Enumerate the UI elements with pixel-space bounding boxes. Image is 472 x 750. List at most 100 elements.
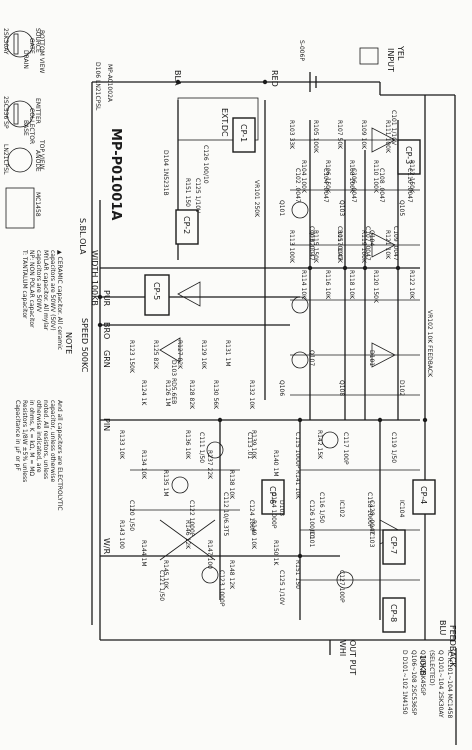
capacitor-label: C123 1000P (218, 570, 225, 607)
capacitor-label: C119 1/50 (390, 432, 397, 463)
connector-sblola: S.BL.OLA (78, 218, 87, 255)
connector-labels: INPUT YEL RED BLA S.BL.OLA PUR BRO GRN P… (78, 45, 457, 675)
semiconductor-label: Q105 (398, 200, 405, 216)
bjt-pin-emitter: EMITTER (34, 98, 41, 124)
speed-pot-label: SPEED 500KC (80, 318, 89, 373)
diode-labels: D106 LN21CPSL D104 1N5231B (94, 62, 169, 196)
note-line: Capacitance in μF or pF (14, 400, 21, 471)
capacitor-label: C116 1/50 (318, 492, 325, 523)
transistor-symbols (171, 201, 354, 589)
resistor-label: R141 10K (294, 470, 301, 500)
vr101-label: VR101 250K (253, 180, 260, 218)
note-line: capacitor, unless otherwise (49, 400, 56, 483)
note-line: ▲ CERAMIC capacitor. All ceramic (56, 250, 63, 350)
fet-pin-drain: DRAIN (22, 50, 29, 69)
connector-output: OUT PUT (348, 640, 357, 675)
resistor-label: R130 56K (212, 380, 219, 410)
resistor-label: R143 100 (118, 520, 125, 549)
top-view-label: TOP VIEW (38, 139, 45, 170)
capacitor-label: C113 .01 (246, 432, 253, 459)
capacitor-label: C104 .0047 (322, 168, 329, 203)
connector-input: INPUT (386, 48, 395, 72)
resistor-label: R127 82K (176, 340, 183, 370)
partlist-line: Q105 2SK45GP (419, 650, 426, 696)
d103-label: D103 RD5.6EB (170, 360, 177, 404)
resistor-label: R132 10K (248, 380, 255, 410)
semiconductor-label: D103 (278, 500, 285, 516)
resistor-label: R151 150 (294, 560, 301, 589)
bjt-pin-collector: COLLECTOR (28, 108, 35, 144)
resistor-label: R137 22K (206, 450, 213, 480)
partlist-line: (SELECTED) (428, 650, 435, 686)
cp-3-label: CP-3 (404, 146, 413, 164)
resistor-label: R117 100K (336, 230, 343, 264)
battery-label: S-006P (298, 40, 305, 61)
capacitor-label: C126 100/10 (308, 500, 315, 539)
connector-bro: BRO (102, 322, 111, 339)
semiconductor-label: IC101 (308, 530, 315, 548)
capacitor-label: C115 1000P (294, 432, 301, 469)
resistor-label: R103 33K (288, 120, 295, 150)
resistor-label: R140 1M (272, 450, 279, 477)
resistor-label: R134 10K (140, 450, 147, 480)
note-line: NP: NON POLAR capacitor (28, 250, 35, 328)
note-line: T: TANTALUM capacitor (21, 249, 28, 319)
capacitor-label: C106 .0047 (350, 168, 357, 203)
resistor-label: R115 150K (312, 230, 319, 264)
semiconductor-label: D102 (398, 380, 405, 396)
board-title: MP-P01001A (108, 128, 123, 220)
resistor-label: R122 10K (408, 270, 415, 300)
semiconductor-label: IC102 (338, 500, 345, 518)
cp-7-label: CP-7 (389, 536, 398, 554)
capacitor-label: C122 1000P (188, 500, 195, 537)
partlist-line: Q Q101~104 2SK30AY (437, 650, 444, 718)
connector-extdc: EXT.DC (220, 108, 229, 137)
resistor-label: R144 1M (140, 540, 147, 567)
resistor-label: R146 12K (184, 520, 191, 550)
resistor-label: R133 10K (118, 430, 125, 460)
resistor-label: R123 150K (128, 340, 135, 374)
capacitor-label: C121 1/50 (158, 570, 165, 601)
resistor-label: R125 82K (152, 340, 159, 370)
resistor-label: R114 10K (300, 270, 307, 300)
resistor-label: R121 10K (384, 230, 391, 260)
opamp-part-label: MC1458 (34, 192, 41, 217)
capacitor-label: C124 100P (248, 500, 255, 533)
capacitor-label: C105 .0047 (336, 226, 343, 261)
connector-bla: BLA (173, 70, 182, 86)
semiconductor-label: Q104 (368, 230, 375, 246)
semiconductor-label: Q101 (278, 200, 285, 216)
c125-label: C125 1/10V (194, 178, 201, 214)
capacitor-label: C111 1/50 (198, 432, 205, 463)
opamp-symbols (159, 127, 403, 545)
fet-pin-source: SOURCE (34, 28, 41, 53)
capacitor-label: C109 .0047 (392, 226, 399, 261)
input-jack-symbol (309, 47, 379, 92)
resistor-label: R109 10K (360, 120, 367, 150)
c101-label: C101 1/10V (390, 110, 397, 146)
input-section-labels: S-006P C101 1/10V C126 100/10 C125 1/10V… (170, 40, 397, 404)
connector-whi: WHI (338, 640, 347, 656)
resistor-label: R148 12K (228, 560, 235, 590)
resistor-label: R138 10K (228, 470, 235, 500)
capacitor-label: C110 .0047 (406, 168, 413, 203)
note-line: MYLAR capacitor. All mylar (42, 250, 49, 331)
connector-grn: GRN (102, 350, 111, 368)
semiconductor-label: Q107 (308, 350, 315, 366)
capacitor-label: C117 100P (342, 432, 349, 465)
capacitor-label: C102 .0047 (294, 168, 301, 203)
semiconductor-label: Q106 (278, 380, 285, 396)
resistor-label: R110 100K (372, 160, 379, 194)
cp-2-label: CP-2 (182, 216, 191, 234)
led-d106-label: D106 LN21CPSL (94, 62, 101, 111)
resistor-label: R118 10K (348, 270, 355, 300)
resistor-label: R108 100K (348, 160, 355, 194)
connector-feedback: FEEDBACK (448, 625, 457, 668)
width-pot-label: WIDTH 100KB (90, 250, 99, 306)
cp-8-label: CP-8 (389, 604, 398, 622)
